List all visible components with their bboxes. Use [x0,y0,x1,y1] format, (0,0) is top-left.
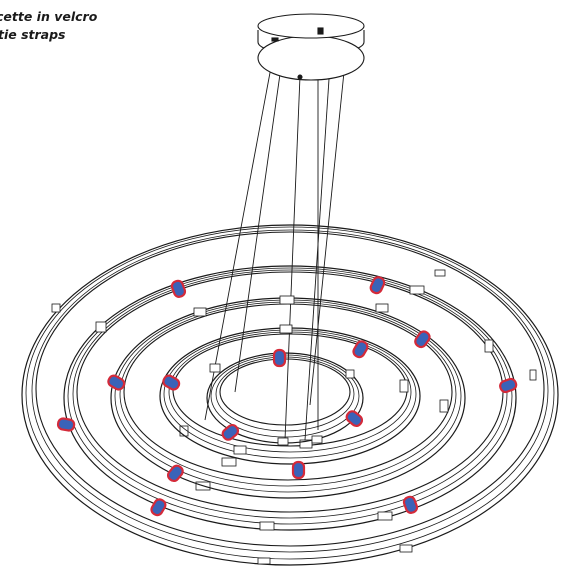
ring-edge [159,327,421,465]
ring-connector [209,363,221,373]
ring-connector [259,521,275,531]
velcro-strap [150,498,167,517]
caption-line-1: cette in velcro [0,9,98,24]
caption-line-2: tie straps [0,27,66,42]
ring-edge [67,267,513,525]
velcro-strap [291,460,306,480]
velcro-strap [414,330,431,349]
velcro-strap [352,340,369,359]
velcro-strap [170,279,187,298]
ring-connector [299,439,313,449]
cable [304,63,331,441]
ring-connector [51,303,61,313]
velcro-straps [56,276,518,517]
ring-edge [35,231,545,547]
ring-connector [434,269,446,277]
velcro-strap [369,276,386,295]
velcro-strap [402,495,419,514]
ring-edge [21,224,559,566]
canopy-top [257,13,365,39]
ring-connector [277,437,289,446]
ring-edge [31,229,549,553]
velcro-strap [56,417,76,432]
ring-connector [193,307,207,317]
ring-edge [168,331,412,453]
canopy-screw [297,74,303,80]
ring-edge [219,358,351,426]
velcro-strap [162,374,181,391]
ring-connector [439,399,449,413]
velcro-strap [221,423,240,441]
ring-edge [63,265,517,531]
cable [284,75,301,441]
ring-connector [221,457,237,467]
canopy-clip [317,27,324,35]
velcro-strap [499,377,518,394]
velcro-strap [166,464,184,483]
cable [309,71,345,406]
ring-connector [311,435,323,444]
canopy-clip [271,37,279,42]
ring-outer [21,224,559,566]
ring-connector [345,369,355,379]
ring-third [110,295,466,499]
suspension-cables [204,38,345,441]
velcro-strap [107,374,126,391]
ring-edge [215,356,355,432]
ring-edge [163,329,417,459]
ring-connector [257,557,271,565]
ring-edge [72,269,508,519]
ring-connector [409,285,425,295]
ring-second [63,265,517,531]
cable [204,61,273,421]
velcro-strap [345,410,364,428]
ring-connector [95,321,107,333]
ring-connector [529,369,537,381]
strap-caption: cette in velcro tie straps [0,8,97,44]
velcro-strap [272,348,287,368]
ring-connector [375,303,389,313]
ring-edge [25,226,555,560]
canopy-bottom [257,35,365,81]
ring-connector [399,544,413,553]
ring-connector [279,295,295,305]
ring-connector [377,511,393,521]
ring-connector [279,324,293,334]
ring-connector [399,379,409,393]
ring-connector [233,445,247,455]
ceiling-canopy [257,13,365,81]
ring-connector [484,339,494,353]
